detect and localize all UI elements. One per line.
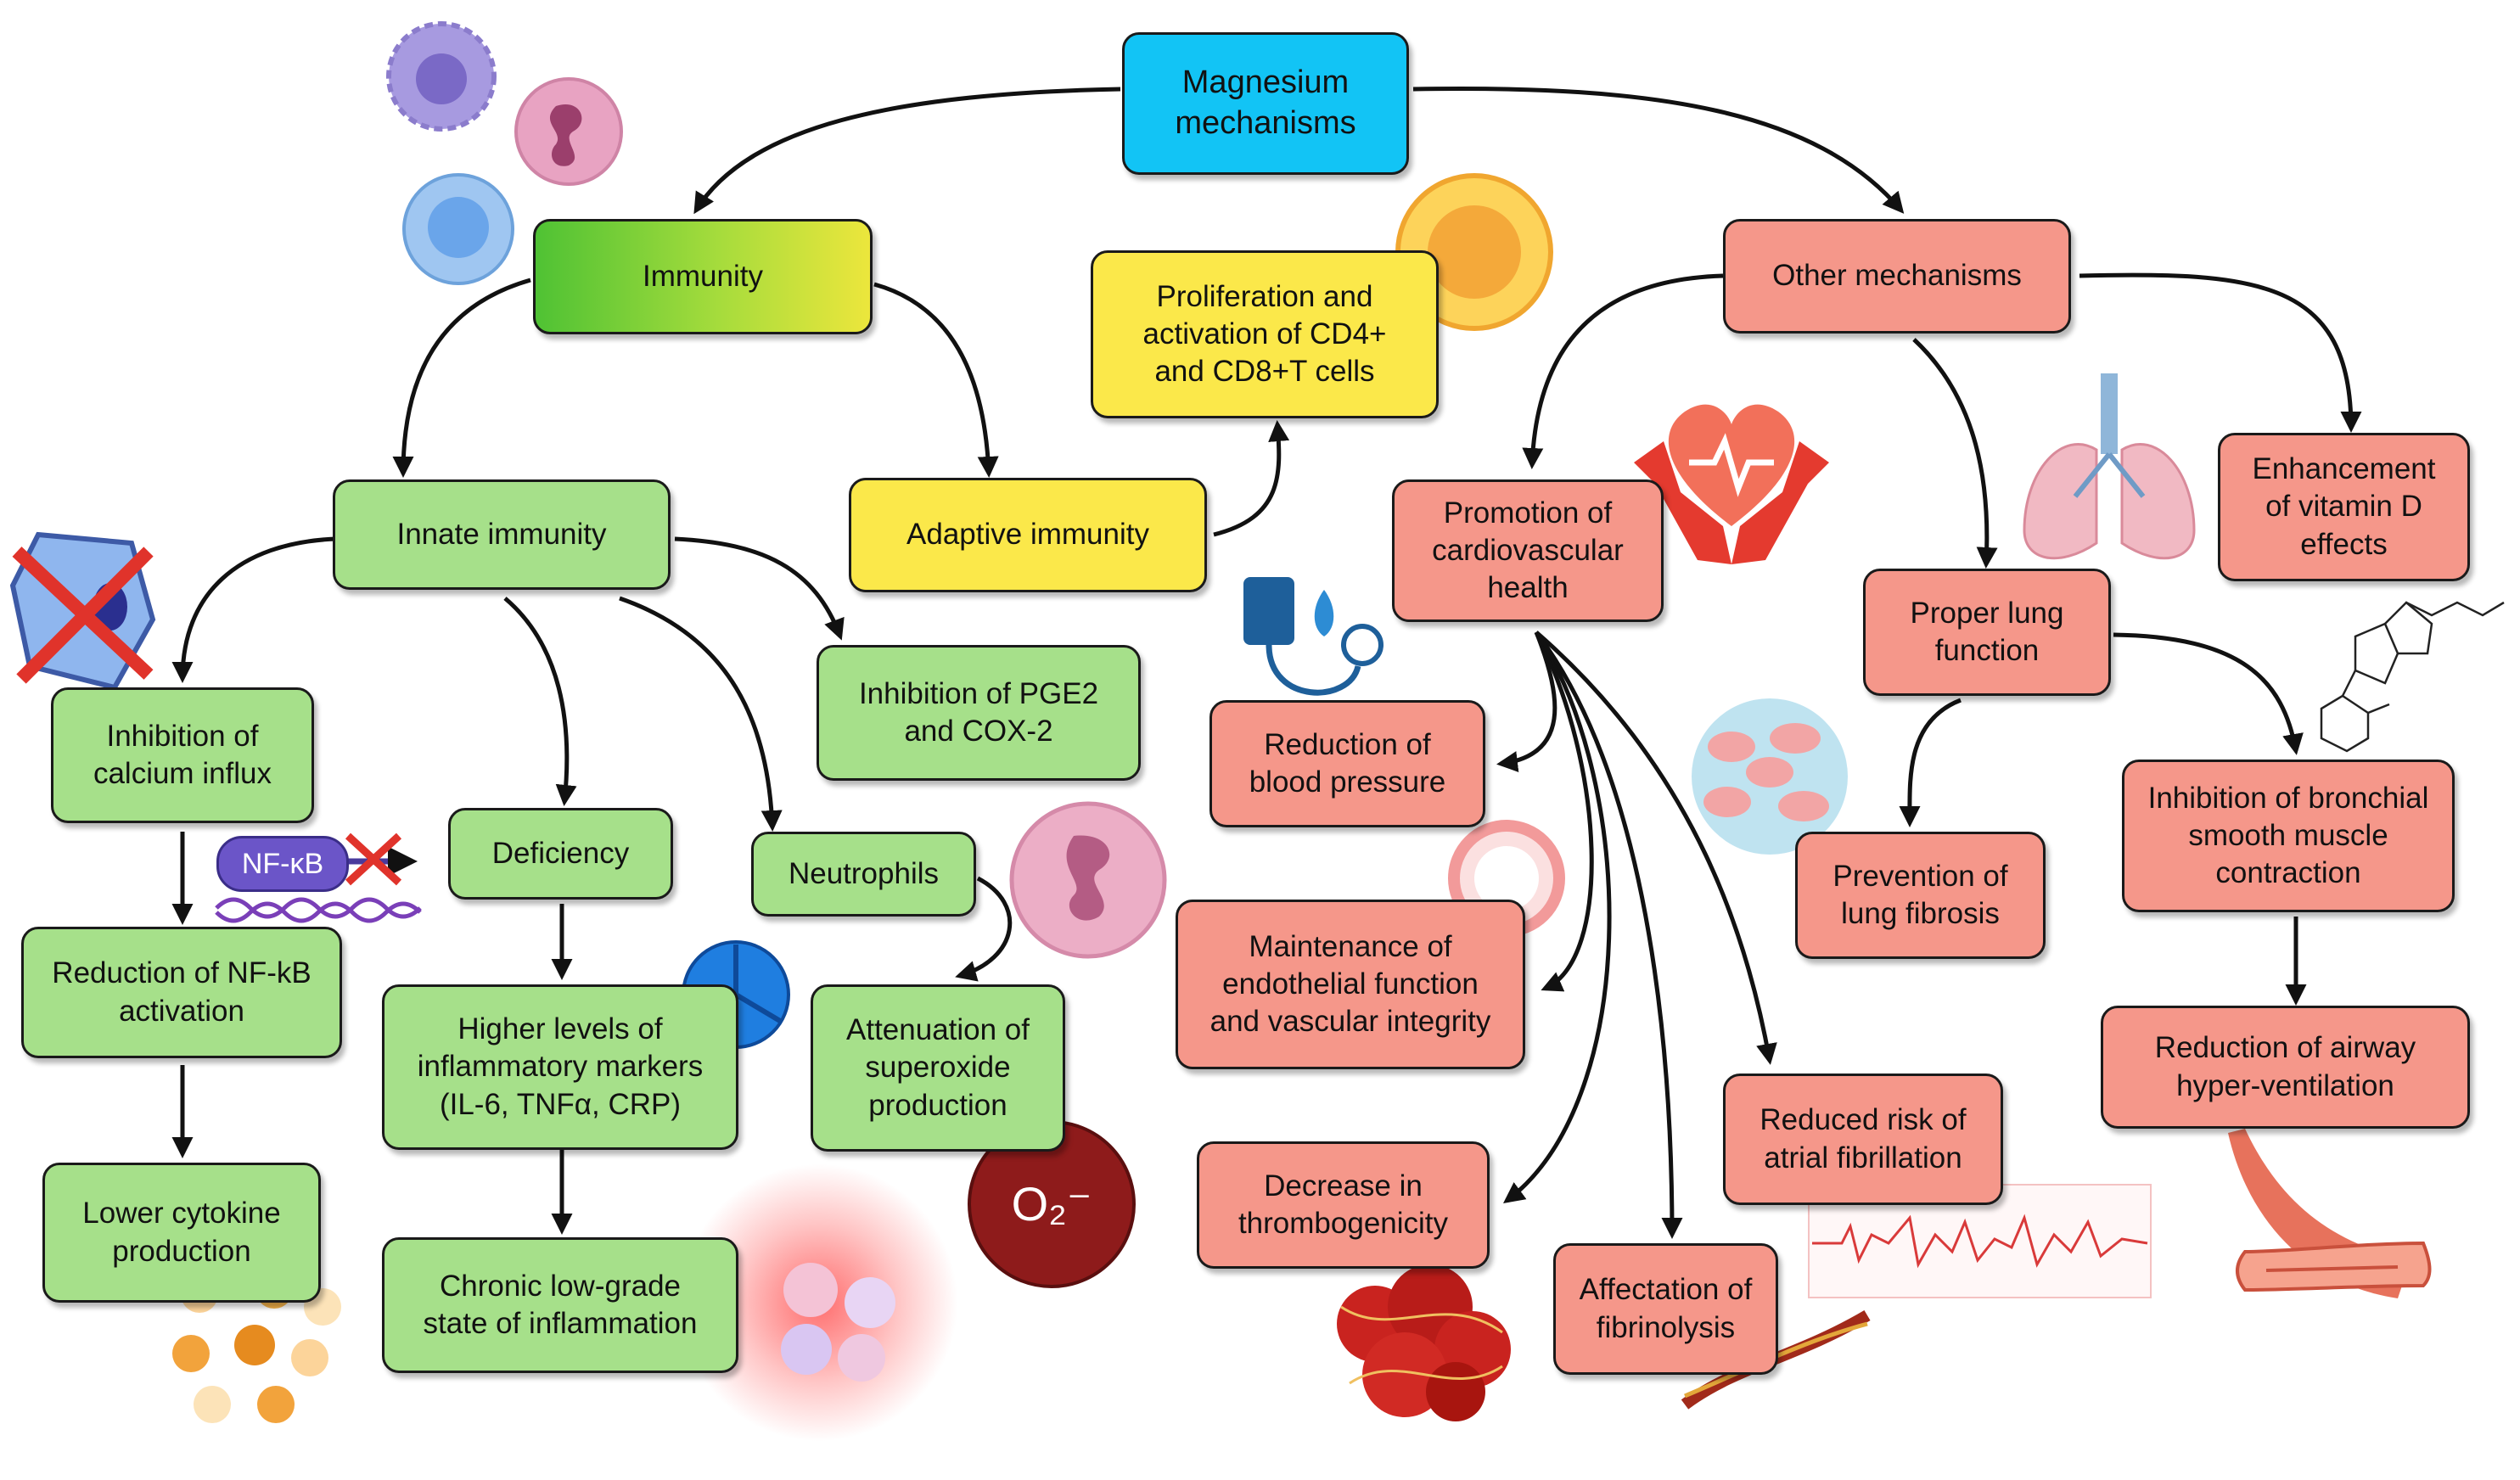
node-nfkb-reduction: Reduction of NF-kB activation	[21, 927, 342, 1058]
arrow-immunity-adaptive	[873, 282, 999, 478]
node-cardiovascular-health: Promotion of cardiovascular health	[1392, 479, 1664, 622]
arrow-other-lung	[1912, 338, 1998, 569]
node-pge2-cox2: Inhibition of PGE2 and COX-2	[817, 645, 1141, 781]
lungs-icon	[2023, 373, 2196, 560]
superoxide-label: O₂⁻	[1011, 1177, 1092, 1231]
blocked-channel-icon	[9, 531, 156, 691]
arrow-cardio-thrombo	[1502, 631, 1612, 1203]
nfkb-label: NF-κB	[216, 836, 349, 892]
arrow-innate-pge2	[674, 536, 845, 641]
node-innate-immunity: Innate immunity	[333, 479, 671, 590]
arrow-other-cardio	[1522, 273, 1724, 469]
eosinophil-icon	[514, 77, 623, 186]
node-deficiency: Deficiency	[448, 808, 673, 900]
blood-pressure-monitor-icon	[1243, 577, 1383, 696]
inflamed-cells-icon	[781, 1263, 895, 1382]
node-t-cells: Proliferation and activation of CD4+ and…	[1091, 250, 1439, 418]
node-superoxide: Attenuation of superoxide production	[811, 984, 1065, 1152]
node-lung-function: Proper lung function	[1863, 569, 2111, 696]
node-fibrinolysis: Affectation of fibrinolysis	[1553, 1243, 1778, 1375]
node-inflammatory-markers: Higher levels of inflammatory markers (I…	[382, 984, 738, 1150]
arrow-innate-calcium	[171, 536, 336, 683]
arrow-neutrophils-superoxide	[955, 876, 1013, 982]
node-other-mechanisms: Other mechanisms	[1723, 219, 2071, 334]
arrow-lung-fibrosis	[1899, 698, 1962, 827]
neutrophil-icon	[1009, 801, 1167, 959]
arrow-immunity-innate	[392, 278, 531, 478]
monocyte-icon	[402, 173, 514, 285]
airway-tube-icon	[2228, 1129, 2432, 1298]
node-neutrophils: Neutrophils	[751, 832, 976, 917]
heart-hands-icon	[1634, 404, 1829, 564]
vitamin-d-molecule-icon	[2320, 601, 2505, 753]
node-endothelial-function: Maintenance of endothelial function and …	[1176, 900, 1525, 1069]
arrow-root-immunity	[693, 87, 1121, 215]
node-adaptive-immunity: Adaptive immunity	[849, 478, 1207, 592]
arrow-cardio-atrial	[1535, 631, 1777, 1065]
node-lower-cytokine: Lower cytokine production	[42, 1163, 321, 1303]
node-thrombogenicity: Decrease in thrombogenicity	[1197, 1141, 1490, 1269]
arrow-root-other	[1412, 86, 1905, 214]
nfkb-blocked-icon: NF-κB	[208, 827, 429, 925]
arrow-cardio-fibrinolysis	[1535, 631, 1683, 1239]
lung-tissue-icon	[1692, 698, 1848, 855]
node-chronic-inflammation: Chronic low-grade state of inflammation	[382, 1237, 738, 1373]
node-vitamin-d: Enhancement of vitamin D effects	[2218, 433, 2470, 581]
arrow-innate-neutrophils	[619, 596, 783, 832]
node-immunity: Immunity	[533, 219, 873, 334]
node-airway-hyperventilation: Reduction of airway hyper-ventilation	[2101, 1006, 2470, 1129]
arrow-innate-deficiency	[503, 597, 577, 806]
arrow-cardio-bp	[1496, 631, 1557, 772]
arrow-other-vitd	[2079, 272, 2362, 433]
root-magnesium-mechanisms: Magnesium mechanisms	[1122, 32, 1409, 175]
blood-clot-icon	[1337, 1264, 1511, 1421]
lymphocyte-icon	[386, 21, 497, 132]
node-blood-pressure: Reduction of blood pressure	[1209, 700, 1485, 827]
node-atrial-fibrillation: Reduced risk of atrial fibrillation	[1723, 1074, 2003, 1205]
node-bronchial-contraction: Inhibition of bronchial smooth muscle co…	[2122, 760, 2455, 912]
node-calcium-influx: Inhibition of calcium influx	[51, 687, 314, 823]
arrow-adaptive-tcells	[1213, 420, 1290, 537]
arrow-cardio-endothelial	[1534, 631, 1594, 992]
node-lung-fibrosis: Prevention of lung fibrosis	[1795, 832, 2046, 959]
arrow-lung-bronchial	[2113, 632, 2304, 755]
